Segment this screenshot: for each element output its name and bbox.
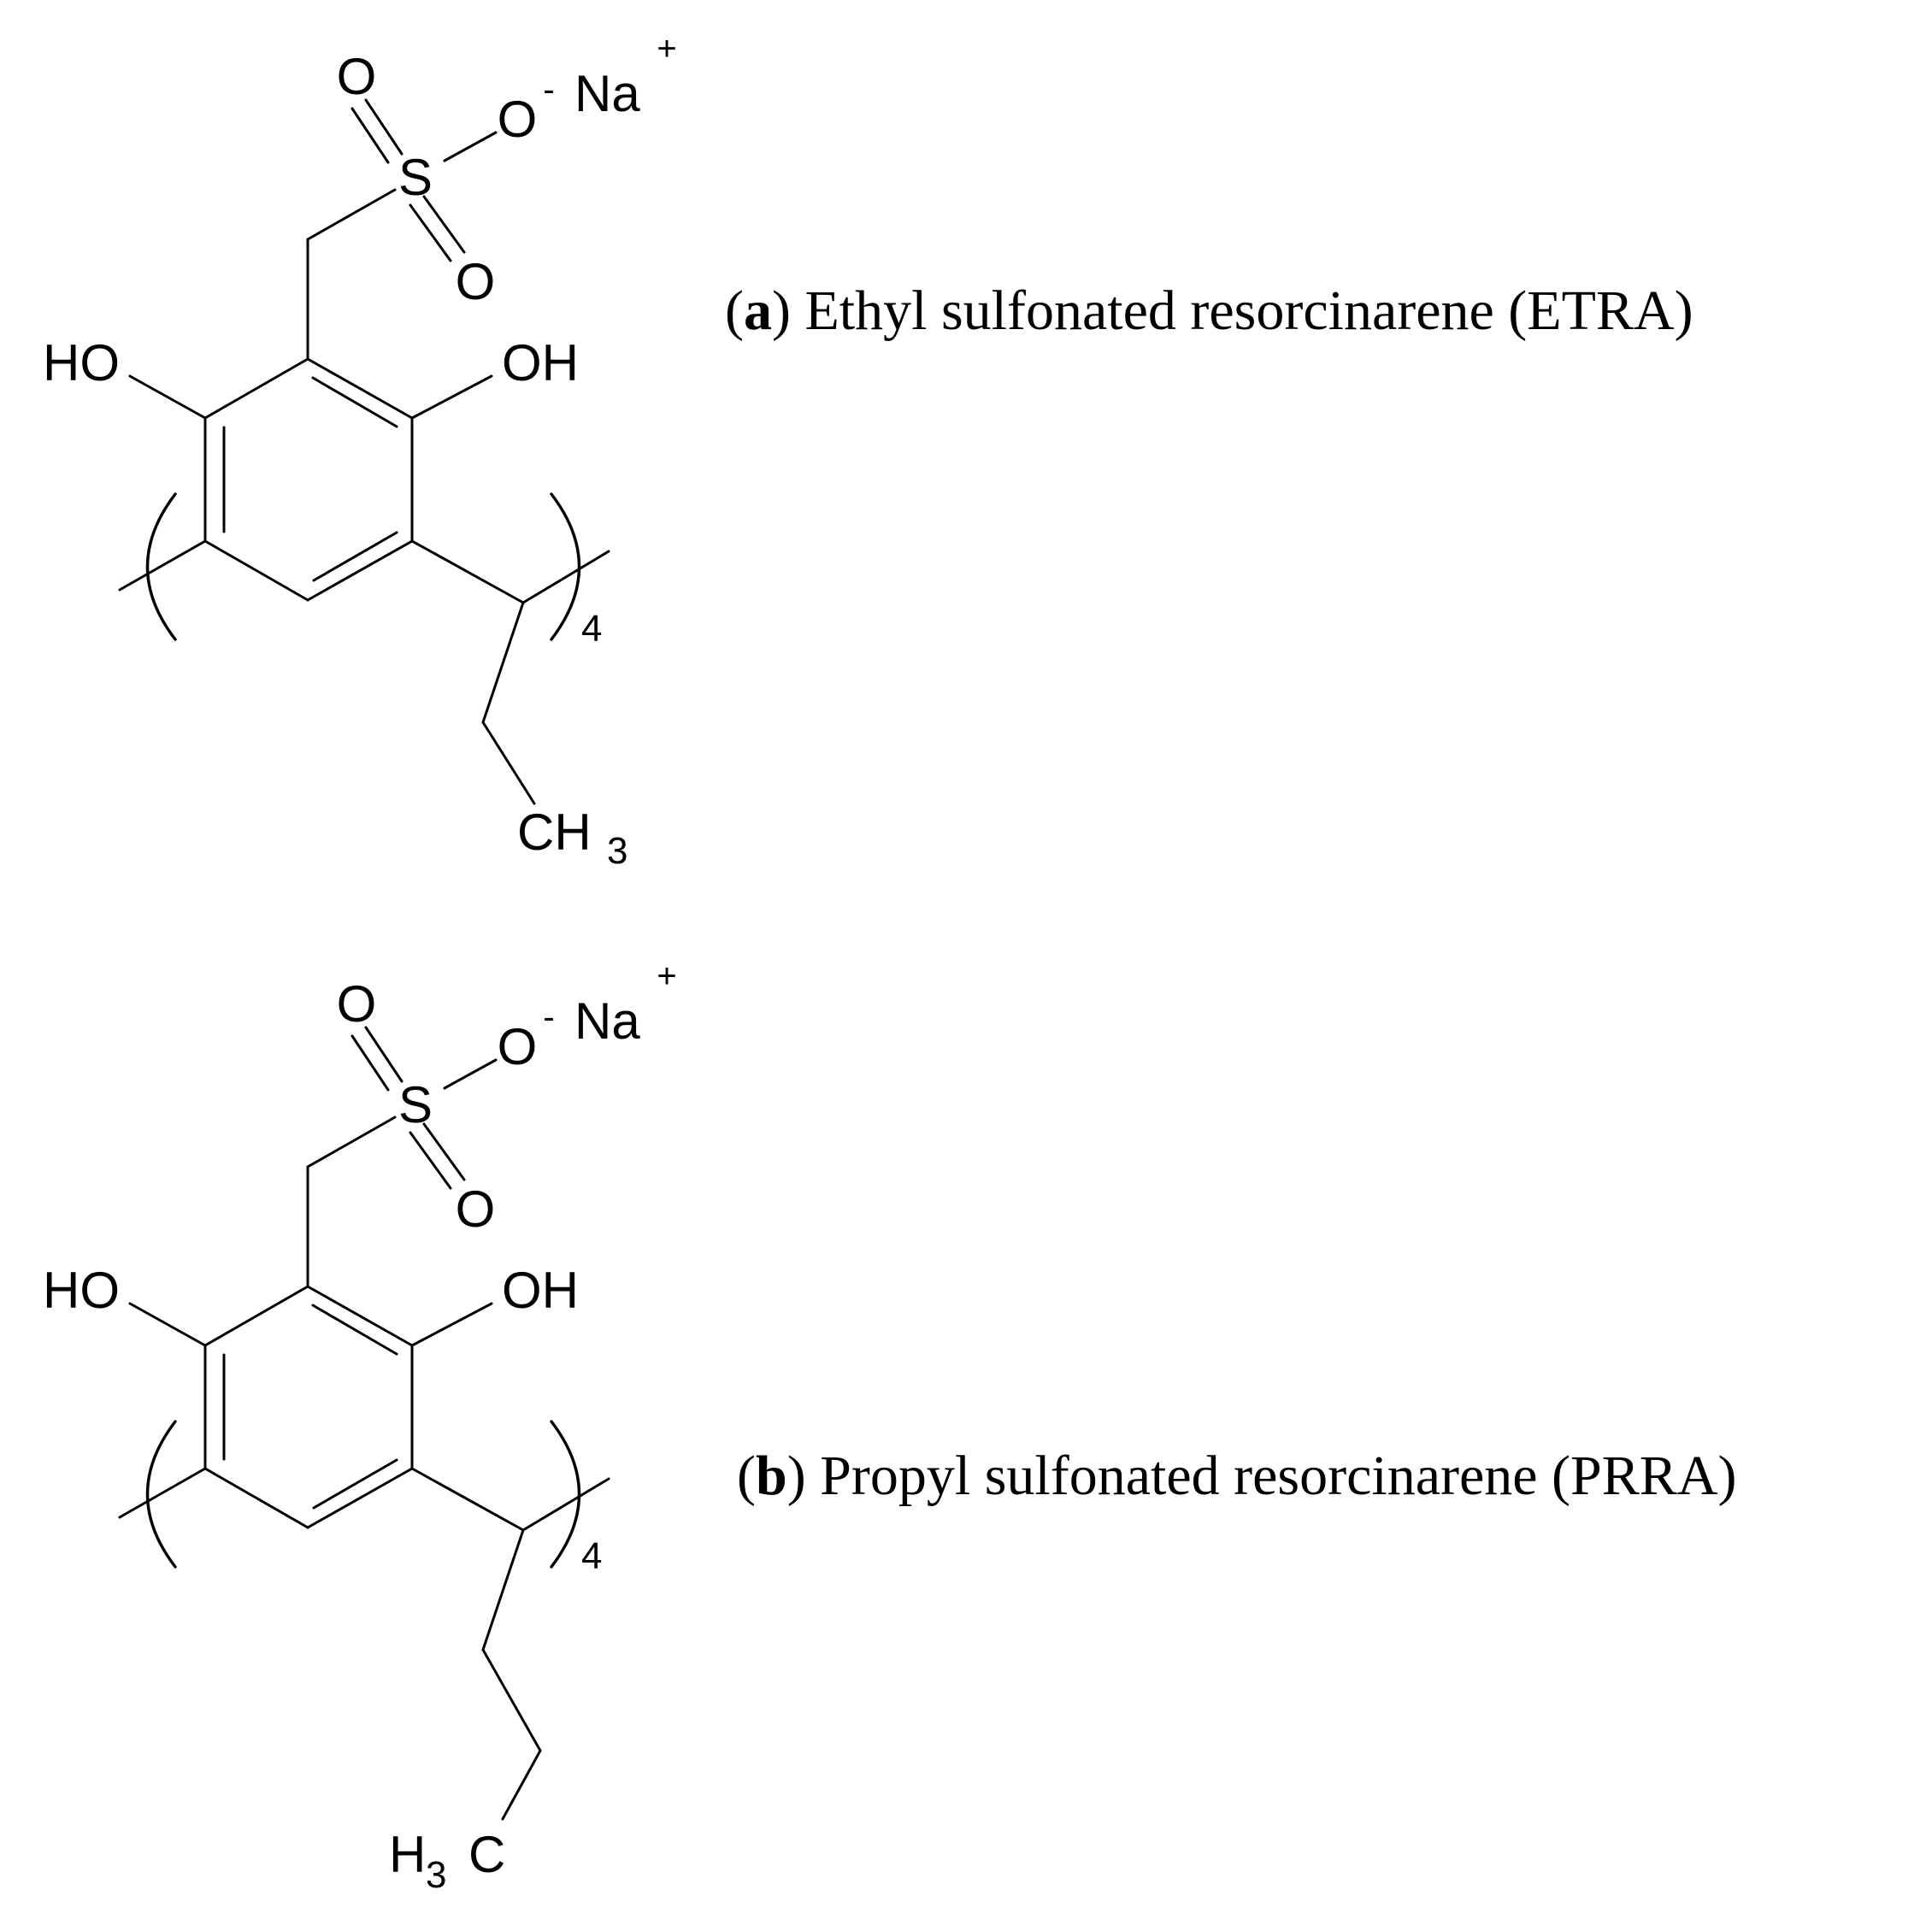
caption-a-letter: a — [744, 280, 772, 342]
caption-b-open: ( — [737, 1445, 756, 1507]
structure-a-repeat-subscript: 4 — [581, 608, 602, 650]
structure-a-right-bracket — [550, 492, 581, 641]
structure-a-anion-charge: - — [543, 71, 554, 109]
caption-a: (a) Ethyl sulfonated resorcinarene (ETRA… — [725, 280, 1693, 342]
structure-a-hydroxyl-right: OH — [502, 334, 579, 391]
structure-a-sulfur: S — [398, 149, 433, 206]
structure-b-cation-charge: + — [657, 957, 676, 995]
structure-b-anion-charge: - — [543, 998, 554, 1036]
structure-a-hydroxyl-left: HO — [43, 334, 120, 391]
structure-b-terminal-methyl-h: H — [389, 1826, 426, 1883]
structure-b-sulfur: S — [398, 1076, 433, 1133]
structure-a-left-bracket — [145, 492, 177, 641]
structure-a-bonds — [118, 98, 610, 805]
structure-b-hydroxyl-right: OH — [502, 1262, 579, 1319]
structure-b-right-bracket — [550, 1420, 581, 1569]
structure-b-terminal-methyl-subscript: 3 — [426, 1854, 446, 1896]
structure-a-sodium-cation: Na — [574, 65, 640, 122]
caption-b: (b) Propyl sulfonated resorcinarene (PRR… — [737, 1445, 1736, 1507]
structure-b-sulfonyl-oxygen-bottom: O — [456, 1180, 496, 1238]
structure-b-left-bracket — [145, 1420, 177, 1569]
structure-a-sulfonyl-oxygen-bottom: O — [456, 253, 496, 310]
structure-b-terminal-methyl-c: C — [468, 1826, 505, 1883]
structure-b-sulfonyl-oxygen-top: O — [337, 975, 377, 1033]
structure-b: O S O O - Na + HO OH 4 H 3 C — [43, 957, 677, 1896]
structure-a-terminal-methyl: CH — [517, 804, 592, 861]
structure-b-hydroxyl-left: HO — [43, 1262, 120, 1319]
structure-b-repeat-subscript: 4 — [581, 1535, 602, 1577]
structure-a: O S O O - Na + HO OH 4 CH 3 — [43, 30, 677, 872]
caption-b-text: ) Propyl sulfonated resorcinarene (PRRA) — [787, 1445, 1737, 1507]
caption-a-text: ) Ethyl sulfonated resorcinarene (ETRA) — [772, 280, 1693, 342]
structure-a-anion-oxygen: O — [498, 91, 538, 148]
structure-b-anion-oxygen: O — [498, 1018, 538, 1075]
structure-b-bonds — [118, 1026, 610, 1821]
caption-a-open: ( — [725, 280, 744, 342]
structure-a-terminal-methyl-subscript: 3 — [607, 830, 627, 872]
structure-b-sodium-cation: Na — [574, 992, 640, 1050]
structure-a-cation-charge: + — [657, 30, 676, 68]
structure-a-sulfonyl-oxygen-top: O — [337, 48, 377, 105]
caption-b-letter: b — [756, 1445, 787, 1507]
